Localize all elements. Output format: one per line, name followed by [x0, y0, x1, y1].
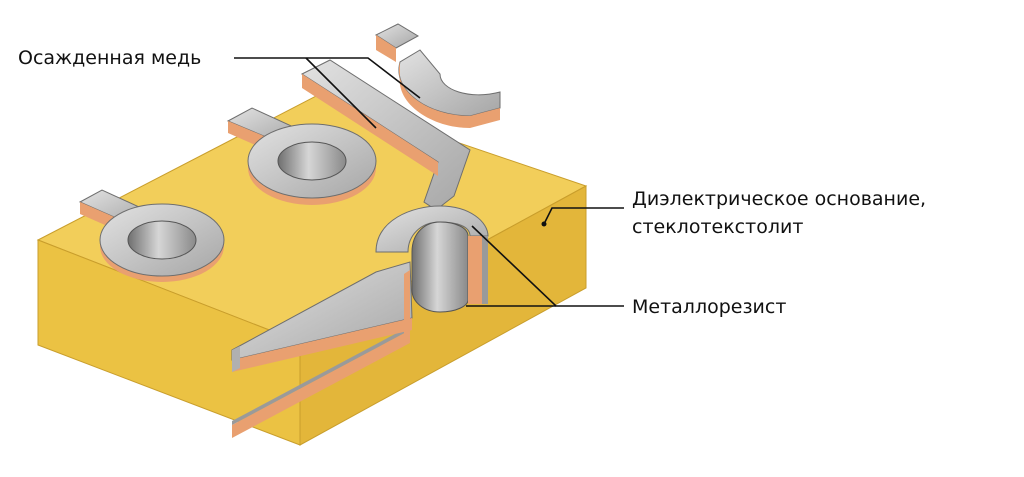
- label-dielectric-line1: Диэлектрическое основание,: [632, 188, 926, 210]
- pad-left: [78, 189, 225, 282]
- dielectric-pointer-dot: [541, 221, 547, 227]
- pad-middle: [226, 107, 377, 205]
- label-metal-resist: Металлорезист: [632, 296, 786, 318]
- diagonal-trace: [300, 59, 471, 211]
- label-dielectric-line2: стеклотекстолит: [632, 216, 803, 238]
- leader-copper-2: [305, 57, 377, 129]
- board-right-face: [299, 185, 587, 446]
- leader-lines: [234, 57, 624, 307]
- bottom-resist-strip: [232, 326, 410, 425]
- via-cut: [375, 205, 489, 313]
- bottom-copper-strip: [232, 330, 410, 438]
- leader-dielectric: [543, 207, 624, 225]
- leader-copper-1: [234, 57, 421, 99]
- label-deposited-copper: Осажденная медь: [18, 47, 201, 69]
- front-trace: [231, 261, 413, 372]
- pad-back-cut: [374, 23, 501, 128]
